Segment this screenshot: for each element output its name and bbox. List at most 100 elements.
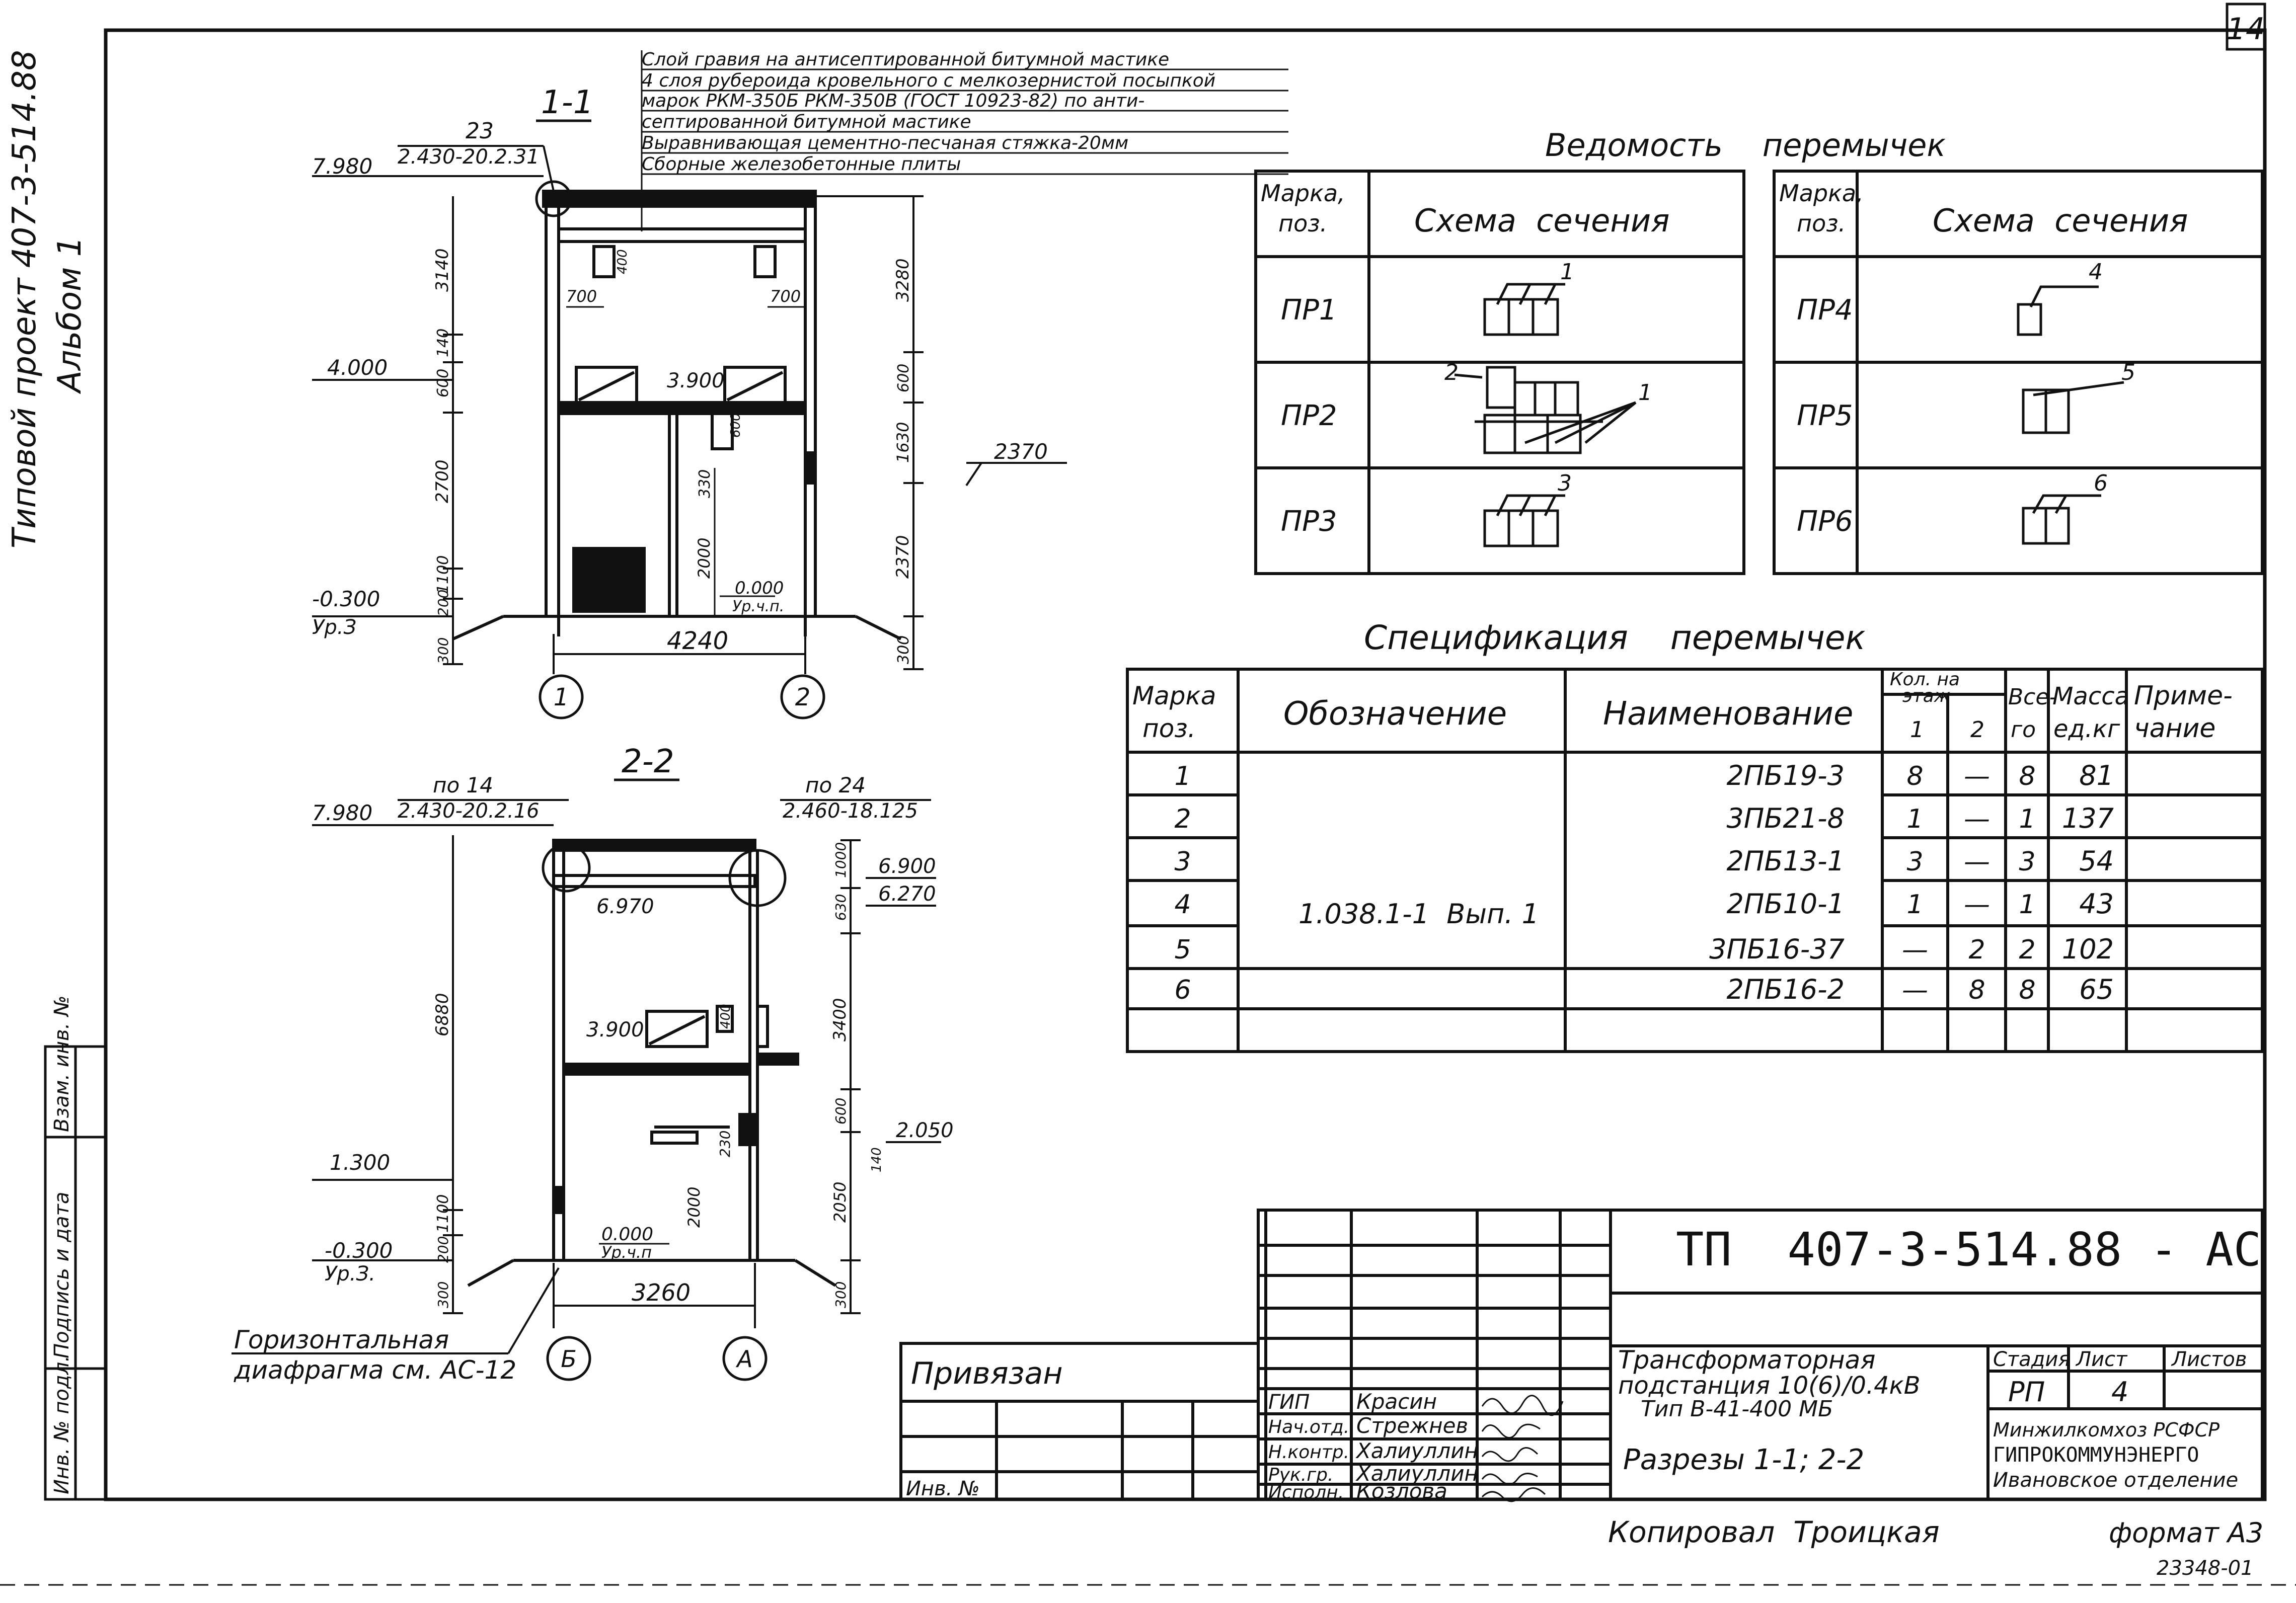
dim-600-a: 600 <box>434 369 452 397</box>
ved-mark-pr2: ПР2 <box>1281 399 1337 432</box>
role: ГИП <box>1268 1391 1310 1414</box>
spec-f2: — <box>1964 761 1990 791</box>
roof-note-5: Выравнивающая цементно-песчаная стяжка-2… <box>642 133 1128 153</box>
spec-h-qty-2: этаж <box>1902 686 1951 706</box>
dim-3140: 3140 <box>432 248 452 292</box>
role: Нач.отд. <box>1268 1417 1349 1437</box>
dim-1000: 1000 <box>832 842 849 878</box>
ved-label-pr3: 3 <box>1558 470 1572 496</box>
lv-000-a: 0.000 <box>735 578 784 598</box>
spec-total: 1 <box>2019 804 2035 834</box>
dim-400-b: 400 <box>718 1004 733 1029</box>
dim-140-a: 140 <box>434 329 452 357</box>
spec-total: 1 <box>2019 890 2035 920</box>
person: Халиуллин <box>1355 1461 1478 1486</box>
axis-b: Б <box>561 1345 577 1373</box>
ved-label-pr2-a: 2 <box>1444 360 1459 385</box>
dim-600-c: 600 <box>728 413 743 438</box>
role: Рук.гр. <box>1268 1465 1333 1485</box>
dim-3400: 3400 <box>830 998 850 1041</box>
spec-total: 2 <box>2019 935 2035 965</box>
dim-700-a: 700 <box>566 287 597 306</box>
signature-row: Н.контр. Халиуллин <box>1268 1438 1478 1463</box>
node-14-num: по 14 <box>433 773 493 797</box>
dim-700-b: 700 <box>770 287 801 306</box>
h-sheets: Листов <box>2171 1348 2247 1371</box>
lv-6970: 6.970 <box>596 895 654 918</box>
lv-7980-a: 7.980 <box>312 154 372 179</box>
axis-bubble-2 <box>780 674 825 719</box>
sheet-number: 14 <box>2227 12 2265 47</box>
spec-h-name: Наименование <box>1603 695 1853 733</box>
lv-7980-b: 7.980 <box>312 800 372 825</box>
spec-row: 1 2ПБ19-3 8 — 8 81 <box>1174 760 2114 791</box>
section-1-1-building <box>452 190 902 640</box>
spec-f2: — <box>1964 804 1990 834</box>
spec-h-designation: Обозначение <box>1283 695 1507 733</box>
node-23-num: 23 <box>466 118 494 144</box>
dim-600-b: 600 <box>895 364 912 392</box>
dim-1100-a: 1100 <box>434 555 452 594</box>
dim-300-a: 300 <box>435 637 451 664</box>
sheet-title: Разрезы 1-1; 2-2 <box>1623 1444 1864 1476</box>
section-1-1: 1-1 Слой гравия на антисептированной бит… <box>312 49 1288 719</box>
dim-1100-b: 1100 <box>434 1194 452 1233</box>
section-2-2-building <box>467 839 836 1287</box>
lv-4000: 4.000 <box>327 355 388 380</box>
org-line-2: ГИПРОКОММУНЭНЕРГО <box>1993 1444 2199 1467</box>
spec-h-qty-1: Кол. на <box>1890 669 1960 690</box>
spec-total: 8 <box>2019 761 2035 791</box>
signature-row: Нач.отд. Стрежнев <box>1268 1413 1468 1438</box>
section-2-2: 2-2 по 14 2.430-20.2.16 по 24 2.460-18.1… <box>232 743 954 1385</box>
stage-value: РП <box>2008 1376 2045 1408</box>
ved-h-mark-l2: поз. <box>1278 210 1327 237</box>
spec-f2: — <box>1964 890 1990 920</box>
spec-h-mark-1: Марка <box>1132 681 1216 710</box>
spec-f1: — <box>1902 975 1928 1005</box>
ved-h-mark-r1: Марка, <box>1779 180 1864 207</box>
ved-mark-pr3: ПР3 <box>1281 505 1337 538</box>
spec-f1: 1 <box>1906 890 1923 920</box>
spec-designation: 1.038.1-1 Вып. 1 <box>1298 898 1539 930</box>
title-block: ТП 407-3-514.88 - АС Привязан Инв. № Тра… <box>899 1209 2264 1503</box>
dim-300-c: 300 <box>435 1281 451 1308</box>
lv-3900-b: 3.900 <box>586 1018 644 1041</box>
dim-200-a: 200 <box>435 590 451 616</box>
person: Красин <box>1356 1389 1437 1414</box>
object-line-3: Тип В-41-400 МБ <box>1641 1396 1833 1422</box>
lv-2050: 2.050 <box>896 1119 954 1142</box>
ved-label-pr1: 1 <box>1560 259 1574 285</box>
dim-140-b: 140 <box>869 1147 884 1172</box>
vedomost-table: Ведомость перемычек Марка, поз. Схема се… <box>1254 127 2264 575</box>
side-project-text: Типовой проект 407-3-514.88 <box>6 50 43 548</box>
person: Халиуллин <box>1355 1438 1478 1463</box>
vedomost-title: Ведомость перемычек <box>1545 127 1946 164</box>
lv-yrchp-a: Ур.ч.п. <box>732 598 784 615</box>
spec-mass: 102 <box>2062 933 2114 965</box>
node-23-ref: 2.430-20.2.31 <box>398 145 540 169</box>
spec-name: 2ПБ10-1 <box>1726 888 1845 920</box>
spec-h-mass-2: ед.кг <box>2053 715 2120 743</box>
spec-table: Спецификация перемычек Марка поз. О <box>1126 618 2264 1053</box>
axis-a: А <box>735 1345 752 1373</box>
spec-mass: 54 <box>2079 845 2114 877</box>
dim-6880: 6880 <box>432 993 452 1036</box>
spec-h-floor2: 2 <box>1970 717 1984 743</box>
spec-title: Спецификация перемычек <box>1364 618 1865 657</box>
lv-yrchp-b: Ур.ч.п <box>601 1243 652 1262</box>
node-14-circle <box>542 843 591 893</box>
ved-scheme-sketches <box>1454 283 2124 547</box>
axis-1: 1 <box>554 683 569 711</box>
spec-name: 2ПБ16-2 <box>1726 974 1845 1005</box>
ved-h-scheme-r: Схема сечения <box>1933 202 2188 239</box>
ved-mark-pr1: ПР1 <box>1281 294 1337 327</box>
spec-row: 5 3ПБ16-37 — 2 2 102 <box>1174 933 2114 965</box>
signatures: ГИП Красин Нач.отд. Стрежнев Н.контр. Ха… <box>1268 1389 1564 1503</box>
ved-h-mark-r2: поз. <box>1797 210 1846 237</box>
signature-row: ГИП Красин <box>1268 1389 1437 1414</box>
node-24-ref: 2.460-18.125 <box>783 799 918 823</box>
lv-1300: 1.300 <box>330 1150 390 1175</box>
spec-mass: 137 <box>2062 803 2114 834</box>
dim-330: 330 <box>696 469 714 498</box>
